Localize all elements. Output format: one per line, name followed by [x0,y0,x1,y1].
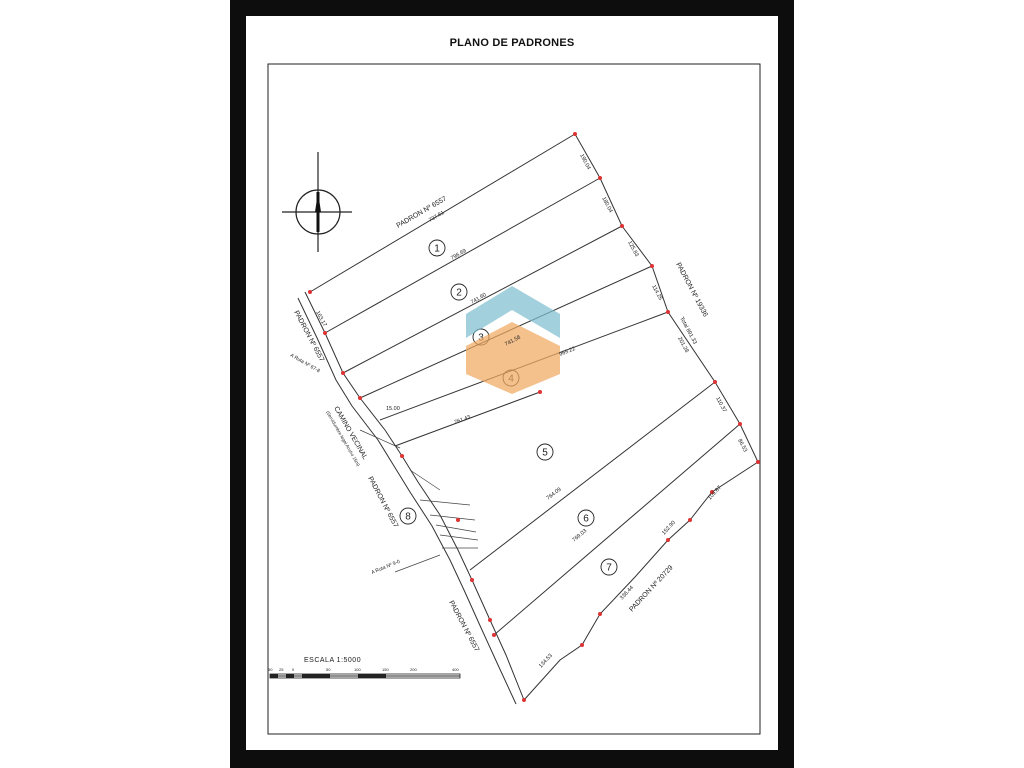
lot-label: 2 [456,288,462,299]
lot-marker: 5 [536,443,554,461]
measure-lot7-d: 134.53 [538,653,554,669]
road-labels: CAMINO VECINAL (Servidumbre legal Ancho … [289,353,401,576]
lot-label: 3 [478,333,484,344]
measure-r2: 180.04 [600,196,613,214]
lot-marker: 2 [450,283,468,301]
neighbor-right-label: PADRON Nº 19336 [674,262,709,319]
lot-label: 8 [405,512,411,523]
measure-labels: 737.51 796.69 741.60 741.56 969.22 761.4… [314,153,748,669]
measure-lot7-c: 109.67 [707,485,723,501]
measure-top-edge: 737.51 [428,210,446,224]
measure-r3: 125.83 [626,240,639,258]
measure-lot5: 764.09 [546,487,563,502]
measure-left1: 163.17 [314,310,327,328]
lot-label: 7 [606,563,612,574]
neighbor-bottom-right-label: PADRON Nº 20729 [628,564,674,613]
drawing-border [267,63,761,735]
lot-marker: 7 [600,558,618,576]
scale-tick: 50 [268,667,273,672]
lot-label: 1 [434,244,440,255]
scale-label: ESCALA 1:5000 [304,657,361,664]
lot-label: 6 [583,514,589,525]
measure-r7: 86.53 [736,438,748,453]
scale-tick: 200 [410,667,417,672]
measure-r1: 190.04 [578,153,591,171]
vertex-markers [308,132,760,702]
scale-bar: ESCALA 1:5000 50 25 0 50 100 150 200 400 [268,657,461,679]
measure-left4: 15.00 [386,406,400,412]
plan-title: PLANO DE PADRONES [449,37,575,49]
scale-tick: 50 [326,667,331,672]
lot-label: 5 [542,448,548,459]
measure-lot1: 796.69 [450,248,468,262]
lot-marker: 8 [399,507,417,525]
neighbor-bottom-left-label: PADRON Nº 6557 [447,600,480,653]
north-arrow-icon [282,152,352,252]
scale-tick: 0 [292,667,295,672]
neighbor-labels: PADRON Nº 6557 PADRON Nº 6557 PADRON Nº … [292,195,709,653]
neighbor-left-lower-label: PADRON Nº 6557 [366,476,399,529]
scale-tick: 150 [382,667,389,672]
scale-tick: 100 [354,667,361,672]
measure-r5: 201.28 [676,336,689,354]
scale-tick: 25 [279,667,284,672]
road-detail [359,429,479,573]
lot-markers: 1 2 3 4 5 6 7 8 [399,239,618,576]
watermark-logo [466,286,560,394]
parcel-lines [297,133,759,705]
measure-lot4: 969.22 [559,346,577,358]
road-to-ruta-b: A Ruta Nº 9-0 [371,559,402,576]
measure-lot6: 769.03 [571,528,588,543]
lot-marker: 6 [577,509,595,527]
scale-tick: 400 [452,667,459,672]
lot-marker: 1 [428,239,446,257]
measure-left5: 761.43 [454,414,472,425]
measure-lot7: 336.44 [619,585,635,601]
